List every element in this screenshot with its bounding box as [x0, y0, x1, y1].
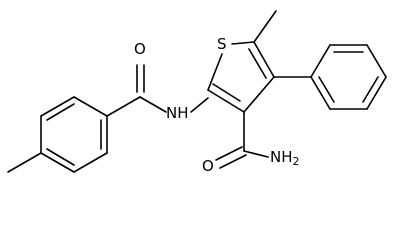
oxygen-atom-label: O — [134, 40, 146, 58]
bond — [106, 96, 141, 117]
phenyl-ring — [310, 44, 387, 110]
bond — [231, 41, 255, 45]
bond — [40, 96, 75, 117]
oxygen-atom-label: O — [202, 157, 214, 175]
thiophene-ring — [207, 41, 275, 113]
bond — [253, 41, 275, 78]
bond — [46, 148, 75, 166]
bond — [40, 152, 75, 173]
bond — [318, 76, 335, 103]
bond — [215, 146, 243, 161]
bond — [366, 76, 387, 110]
bond — [139, 96, 167, 113]
bond — [243, 150, 269, 158]
nh2-atom-label: NH2 — [270, 148, 300, 168]
methyl-bond-tolyl — [7, 152, 42, 173]
bond — [366, 44, 387, 78]
bond — [243, 76, 275, 113]
bond — [362, 76, 379, 103]
molecule-structure: S O NH O NH2 — [7, 10, 387, 175]
methyl-bond-thiophene — [253, 10, 277, 43]
bond — [73, 96, 108, 117]
bond — [73, 152, 108, 173]
bond — [248, 48, 267, 79]
bond — [190, 97, 209, 113]
sulfur-atom-label: S — [217, 35, 227, 53]
nh2-nitrogen-text: NH — [270, 148, 293, 166]
bond — [207, 53, 223, 91]
bond — [46, 103, 75, 121]
bond — [310, 76, 331, 110]
nh-atom-label: NH — [166, 104, 189, 122]
bond — [207, 89, 245, 113]
bond — [219, 154, 247, 169]
bond — [212, 83, 241, 102]
bond — [310, 44, 331, 78]
nh2-subscript: 2 — [293, 155, 300, 168]
tolyl-ring — [40, 96, 108, 173]
